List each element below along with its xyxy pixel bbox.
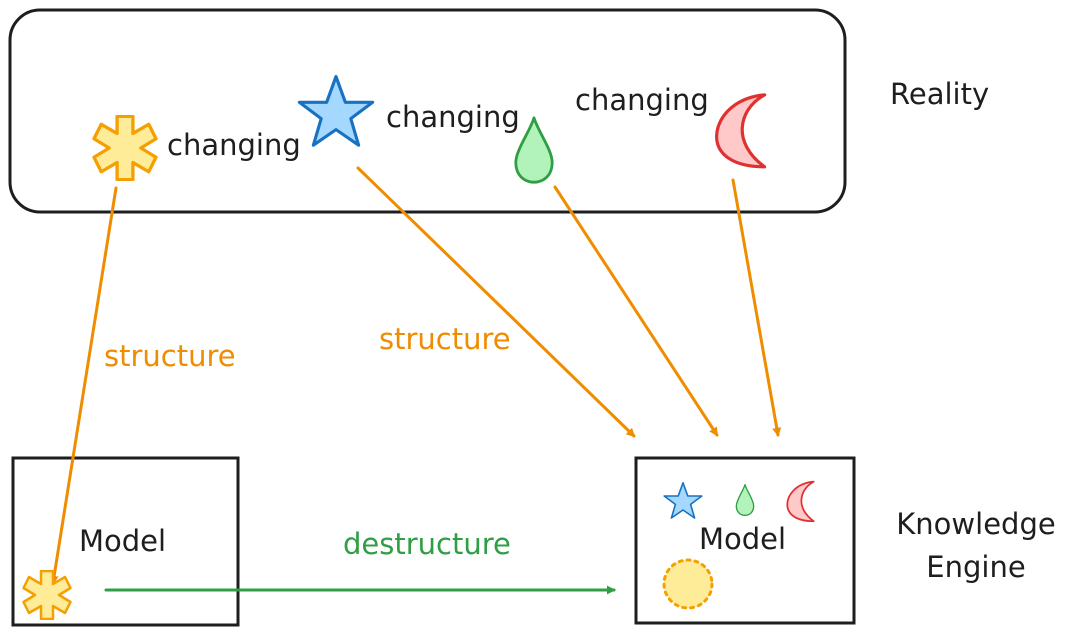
drop-icon (514, 116, 554, 184)
moon-icon-model (786, 480, 815, 523)
changing-label-3: changing (575, 83, 709, 117)
changing-label-2: changing (386, 100, 520, 134)
knowledge-engine-label-line1: Knowledge (896, 507, 1055, 541)
asterisk-icon (92, 115, 158, 181)
drop-icon-model (735, 483, 755, 517)
knowledge-engine-label-line2: Engine (926, 550, 1025, 584)
structure-arrow-left (49, 186, 118, 585)
reality-label: Reality (890, 77, 989, 111)
structure-label-center: structure (379, 322, 511, 356)
model-box-left (11, 456, 240, 627)
reality-container (8, 8, 847, 214)
star-icon (297, 75, 375, 147)
star-icon-model (663, 482, 703, 519)
asterisk-icon-model (22, 570, 72, 620)
structure-arrow-moon (731, 178, 782, 437)
model-box-right (634, 456, 856, 625)
structure-arrow-drop (553, 185, 719, 437)
structure-label-left: structure (104, 339, 236, 373)
changing-label-1: changing (167, 128, 301, 162)
dotted-circle-icon (662, 558, 714, 610)
destructure-label: destructure (343, 527, 511, 561)
model-label-left: Model (79, 524, 166, 558)
structure-arrow-star (356, 166, 636, 438)
moon-icon (714, 93, 767, 169)
model-label-right: Model (699, 522, 786, 556)
